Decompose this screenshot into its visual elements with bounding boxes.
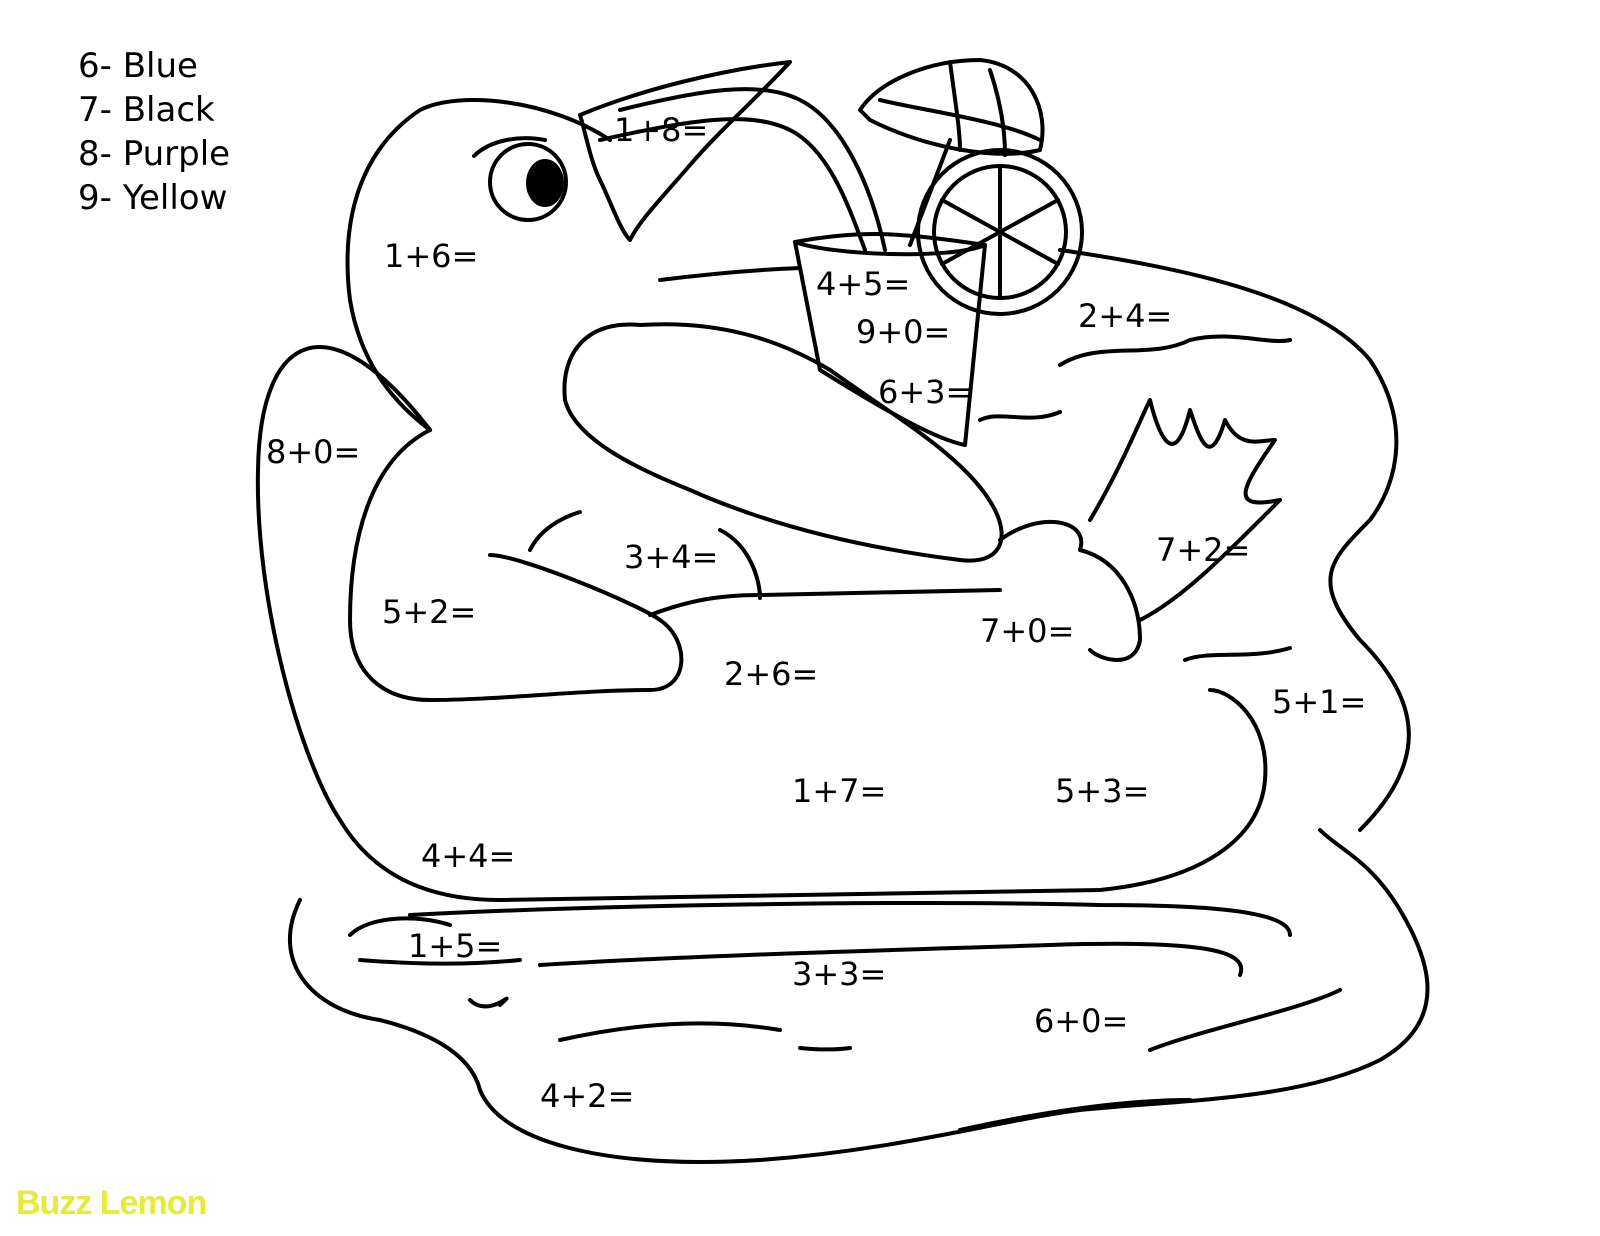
- math-problem: 9+0=: [856, 313, 951, 351]
- lemon-slice: [916, 148, 1084, 316]
- water-ripple: [348, 916, 452, 937]
- penguin-arm: [562, 322, 1004, 563]
- legend-item: 6- Blue: [78, 46, 198, 86]
- drink-rim: [793, 240, 987, 257]
- wave-line: [1183, 646, 1292, 662]
- drink-glass: [793, 232, 987, 447]
- math-problem: 2+6=: [724, 655, 819, 693]
- math-problem: 6+0=: [1034, 1002, 1129, 1040]
- water-ripple: [958, 1098, 1192, 1132]
- penguin-foot: [998, 519, 1142, 662]
- math-problem: 3+4=: [624, 538, 719, 576]
- math-problem: 4+4=: [421, 837, 516, 875]
- penguin-pupil: [526, 159, 564, 207]
- drink-liquid: [658, 266, 802, 282]
- penguin-belly: [648, 588, 1002, 617]
- water-ripple: [468, 996, 509, 1009]
- penguin-belly-fold: [528, 510, 582, 552]
- lemon-segments: [940, 164, 1060, 300]
- penguin-toes: [1088, 398, 1282, 622]
- math-problem: 8+0=: [266, 433, 361, 471]
- float-ring-outer: [255, 345, 1268, 902]
- math-problem: 3+3=: [792, 955, 887, 993]
- float-ring-right: [1058, 248, 1411, 832]
- color-key-legend: 6- Blue 7- Black 8- Purple 9- Yellow: [78, 44, 230, 220]
- penguin-belly-line: [718, 528, 762, 600]
- water-outline: [288, 828, 1430, 1164]
- legend-item: 9- Yellow: [78, 178, 228, 218]
- water-ripple: [538, 941, 1244, 977]
- wave-line: [978, 410, 1062, 422]
- math-problem: 7+2=: [1156, 531, 1251, 569]
- straw: [618, 87, 887, 252]
- wave-line: [1058, 334, 1292, 367]
- penguin-eye: [488, 142, 568, 222]
- water-ripple: [408, 901, 1292, 937]
- legend-item: 7- Black: [78, 90, 215, 130]
- water-ripple: [798, 1046, 852, 1052]
- math-problem: 4+5=: [816, 265, 911, 303]
- water-ripple: [1148, 988, 1342, 1052]
- hat: [578, 60, 792, 242]
- water-ripple: [558, 1021, 782, 1042]
- math-problem: 1+7=: [792, 772, 887, 810]
- math-problem: 2+4=: [1078, 297, 1173, 335]
- watermark-logo: Buzz Lemon: [16, 1184, 207, 1222]
- water-ripple: [358, 958, 522, 966]
- math-problem: 5+1=: [1272, 683, 1367, 721]
- math-problem: 5+2=: [382, 593, 477, 631]
- math-problem: 1+8=: [614, 111, 709, 149]
- math-problem: 7+0=: [980, 612, 1075, 650]
- math-problem: 1+5=: [408, 927, 503, 965]
- math-problem: 5+3=: [1055, 772, 1150, 810]
- penguin-back: [348, 428, 684, 702]
- penguin-brow: [472, 136, 547, 158]
- umbrella-canopy: [858, 58, 1045, 156]
- straw-inner: [598, 117, 867, 252]
- math-problem: 6+3=: [878, 373, 973, 411]
- math-problem: 4+2=: [540, 1077, 635, 1115]
- legend-item: 8- Purple: [78, 134, 231, 174]
- penguin-head: [345, 98, 612, 432]
- umbrella-ribs: [878, 60, 1042, 157]
- math-problem: 1+6=: [384, 237, 479, 275]
